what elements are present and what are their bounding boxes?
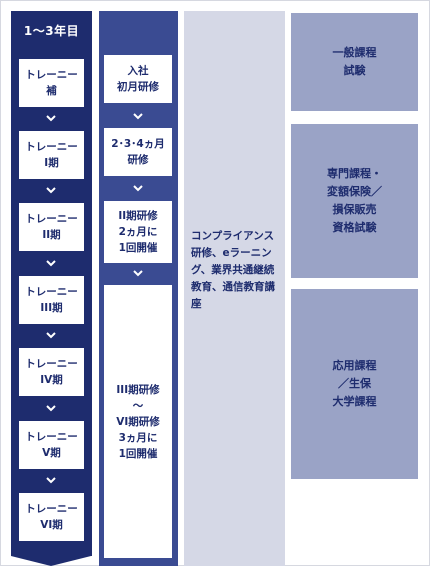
- months-2-4-training: 2･3･4ヵ月 研修: [104, 128, 172, 176]
- stage-label: トレーニー VI期: [25, 503, 78, 531]
- stage-label: トレーニー IV期: [25, 358, 78, 386]
- specialized-course-exam: 専門課程・ 変額保険／ 損保販売 資格試験: [291, 124, 418, 278]
- period-2-training: II期研修 2ヵ月に 1回開催: [104, 201, 172, 263]
- applied-course-exam: 応用課程 ／生保 大学課程: [291, 289, 418, 479]
- stage-label: トレーニー 補: [25, 69, 78, 97]
- training-label: II期研修 2ヵ月に 1回開催: [118, 210, 158, 254]
- stage-trainee-5: トレーニー V期: [19, 421, 84, 469]
- stage-label: トレーニー III期: [25, 286, 78, 314]
- down-arrow-icon: [46, 115, 56, 122]
- general-course-exam: 一般課程 試験: [291, 13, 418, 111]
- initial-month-training: 入社 初月研修: [104, 55, 172, 103]
- ongoing-education-text: コンプライアンス研修、eラーニング、業界共通継続教育、通信教育講座: [191, 230, 275, 310]
- column-arrow-tip: [11, 556, 91, 566]
- training-label: III期研修 〜 VI期研修 3ヵ月に 1回開催: [116, 383, 160, 460]
- stage-trainee-1: トレーニー I期: [19, 131, 84, 179]
- down-arrow-icon: [133, 270, 143, 277]
- down-arrow-icon: [46, 332, 56, 339]
- exam-label: 専門課程・ 変額保険／ 損保販売 資格試験: [327, 167, 382, 234]
- period-3-6-training: III期研修 〜 VI期研修 3ヵ月に 1回開催: [104, 285, 172, 558]
- down-arrow-icon: [46, 187, 56, 194]
- down-arrow-icon: [46, 405, 56, 412]
- stage-label: トレーニー I期: [25, 141, 78, 169]
- exam-label: 一般課程 試験: [332, 46, 377, 77]
- stage-label: トレーニー V期: [25, 431, 78, 459]
- exam-label: 応用課程 ／生保 大学課程: [332, 359, 377, 408]
- stage-trainee-3: トレーニー III期: [19, 276, 84, 324]
- down-arrow-icon: [46, 477, 56, 484]
- stage-trainee-candidate: トレーニー 補: [19, 59, 84, 107]
- training-label: 入社 初月研修: [117, 65, 159, 93]
- years-header: 1〜3年目: [23, 24, 80, 38]
- stage-trainee-2: トレーニー II期: [19, 203, 84, 251]
- down-arrow-icon: [46, 260, 56, 267]
- ongoing-education-column: [184, 11, 285, 566]
- stage-trainee-6: トレーニー VI期: [19, 493, 84, 541]
- down-arrow-icon: [133, 113, 143, 120]
- stage-trainee-4: トレーニー IV期: [19, 348, 84, 396]
- down-arrow-icon: [133, 185, 143, 192]
- stage-label: トレーニー II期: [25, 213, 78, 241]
- training-label: 2･3･4ヵ月 研修: [111, 138, 165, 166]
